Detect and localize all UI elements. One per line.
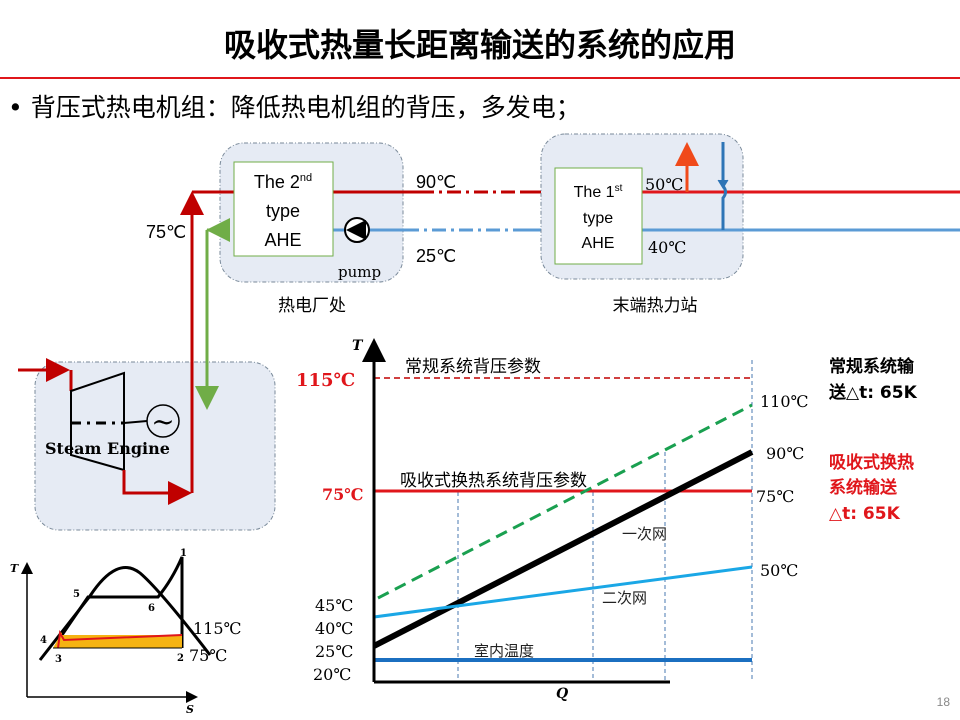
svg-text:S: S (186, 703, 194, 716)
svg-text:1: 1 (180, 548, 187, 559)
svg-text:40℃: 40℃ (648, 238, 686, 257)
svg-text:~: ~ (151, 405, 174, 438)
svg-text:二次网: 二次网 (602, 589, 647, 607)
slide-title: 吸收式热量长距离输送的系统的应用 (224, 26, 736, 64)
secondary-network-line (373, 565, 753, 619)
steam-engine-label: Steam Engine (45, 439, 170, 458)
svg-text:6: 6 (148, 603, 155, 614)
ahe1-box (554, 167, 643, 265)
svg-text:45℃: 45℃ (315, 596, 353, 615)
svg-text:75℃: 75℃ (756, 487, 794, 506)
svg-text:The 1st: The 1st (574, 183, 623, 201)
pump-label: pump (338, 263, 381, 281)
svg-text:90℃: 90℃ (766, 444, 804, 463)
svg-text:送△t: 65K: 送△t: 65K (829, 382, 918, 403)
svg-text:5: 5 (73, 589, 80, 600)
generator-icon: ~ (146, 404, 180, 438)
primary-network-line (372, 449, 754, 649)
ahe2-label: type (266, 201, 300, 221)
svg-text:115℃: 115℃ (193, 619, 241, 638)
svg-text:吸收式换热: 吸收式换热 (829, 452, 914, 473)
svg-text:一次网: 一次网 (622, 525, 667, 543)
svg-text:25℃: 25℃ (315, 642, 353, 661)
station-group: The 1st type AHE 50℃ 40℃ 末端热力站 (540, 133, 960, 316)
conventional-primary-line (377, 403, 753, 600)
station-caption: 末端热力站 (613, 296, 698, 316)
svg-text:20℃: 20℃ (313, 665, 351, 684)
plant-caption: 热电厂处 (278, 296, 346, 316)
svg-text:3: 3 (55, 654, 62, 665)
svg-text:常规系统背压参数: 常规系统背压参数 (405, 357, 541, 377)
svg-text:type: type (583, 210, 613, 227)
page-number: 18 (937, 695, 951, 709)
svg-text:25℃: 25℃ (416, 246, 456, 266)
svg-text:T: T (10, 562, 19, 575)
steam-engine-group: ~ Steam Engine (18, 191, 276, 531)
tq-chart: T Q 常规系统背压参数 吸收式换热系统背压参数 一次网 二次网 室内温度 11… (296, 338, 918, 702)
svg-text:115℃: 115℃ (296, 370, 355, 391)
ahe2-box (233, 161, 334, 257)
svg-text:2: 2 (177, 653, 184, 664)
svg-text:Q: Q (556, 686, 568, 702)
svg-text:75℃: 75℃ (146, 222, 186, 242)
svg-text:50℃: 50℃ (645, 175, 683, 194)
svg-text:The 2nd: The 2nd (254, 172, 312, 192)
svg-text:40℃: 40℃ (315, 619, 353, 638)
svg-text:AHE: AHE (264, 230, 301, 250)
svg-text:75℃: 75℃ (189, 646, 227, 665)
svg-text:T: T (352, 338, 364, 354)
svg-text:△t: 65K: △t: 65K (829, 504, 901, 524)
svg-text:系统输送: 系统输送 (829, 477, 898, 498)
plant-group: The 2nd type AHE pump 热电厂处 90℃ 25℃ 75℃ (146, 142, 555, 316)
svg-text:吸收式换热系统背压参数: 吸收式换热系统背压参数 (400, 471, 587, 491)
svg-text:90℃: 90℃ (416, 172, 456, 192)
svg-text:AHE: AHE (582, 235, 615, 252)
svg-text:110℃: 110℃ (760, 392, 808, 411)
svg-text:75℃: 75℃ (322, 485, 363, 504)
svg-text:常规系统输: 常规系统输 (829, 356, 915, 377)
svg-text:4: 4 (40, 635, 47, 646)
ts-diagram: T S 1 2 3 4 5 6 115℃ 75℃ (10, 548, 241, 716)
bullet-text: • 背压式热电机组：降低热电机组的背压，多发电； (8, 93, 581, 122)
svg-text:室内温度: 室内温度 (474, 642, 534, 660)
svg-text:50℃: 50℃ (760, 561, 798, 580)
pump-icon (344, 217, 370, 243)
